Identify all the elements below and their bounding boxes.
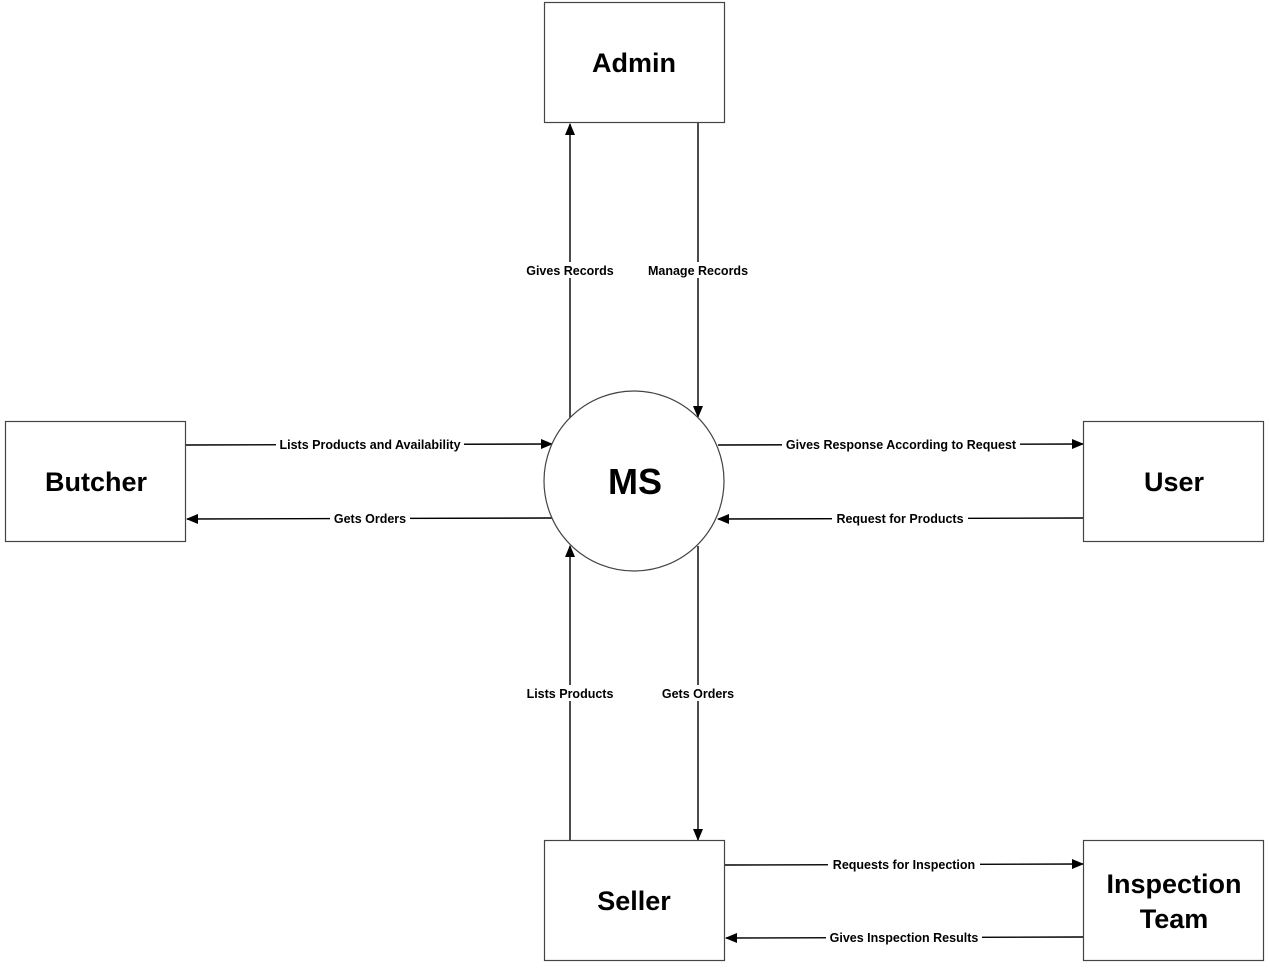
flow-labels: Gives Records Manage Records Lists Produ… bbox=[276, 262, 1020, 945]
process-ms-circle bbox=[543, 390, 725, 572]
flow-label-gives-response: Gives Response According to Request bbox=[786, 438, 1017, 452]
process-ms: MS bbox=[543, 390, 725, 572]
entity-inspection-team-label-line2: Team bbox=[1140, 904, 1209, 934]
flow-label-lists-products: Lists Products bbox=[527, 687, 614, 701]
entity-seller: Seller bbox=[543, 839, 726, 962]
entity-inspection-team-label-line1: Inspection bbox=[1106, 869, 1241, 899]
flow-label-request-for-products: Request for Products bbox=[836, 512, 963, 526]
entity-user: User bbox=[1082, 420, 1265, 543]
entity-butcher-box bbox=[4, 420, 187, 543]
flow-label-lists-products-availability: Lists Products and Availability bbox=[279, 438, 460, 452]
entity-seller-box bbox=[543, 839, 726, 962]
entity-admin-box bbox=[543, 1, 726, 124]
entity-admin-label: Admin bbox=[592, 48, 676, 78]
entity-inspection-team: Inspection Team bbox=[1082, 839, 1265, 962]
entity-butcher: Butcher bbox=[4, 420, 187, 543]
entity-admin: Admin bbox=[543, 1, 726, 124]
flow-label-manage-records: Manage Records bbox=[648, 264, 748, 278]
flow-label-gives-records: Gives Records bbox=[526, 264, 614, 278]
flow-label-butcher-gets-orders: Gets Orders bbox=[334, 512, 406, 526]
entity-inspection-team-box bbox=[1082, 839, 1265, 962]
entity-user-box bbox=[1082, 420, 1265, 543]
flow-label-gives-inspection-results: Gives Inspection Results bbox=[830, 931, 979, 945]
flow-label-seller-gets-orders: Gets Orders bbox=[662, 687, 734, 701]
entity-user-label: User bbox=[1144, 467, 1205, 497]
flow-label-requests-for-inspection: Requests for Inspection bbox=[833, 858, 975, 872]
entity-seller-label: Seller bbox=[597, 886, 671, 916]
entity-butcher-label: Butcher bbox=[45, 467, 148, 497]
process-ms-label: MS bbox=[608, 461, 662, 502]
